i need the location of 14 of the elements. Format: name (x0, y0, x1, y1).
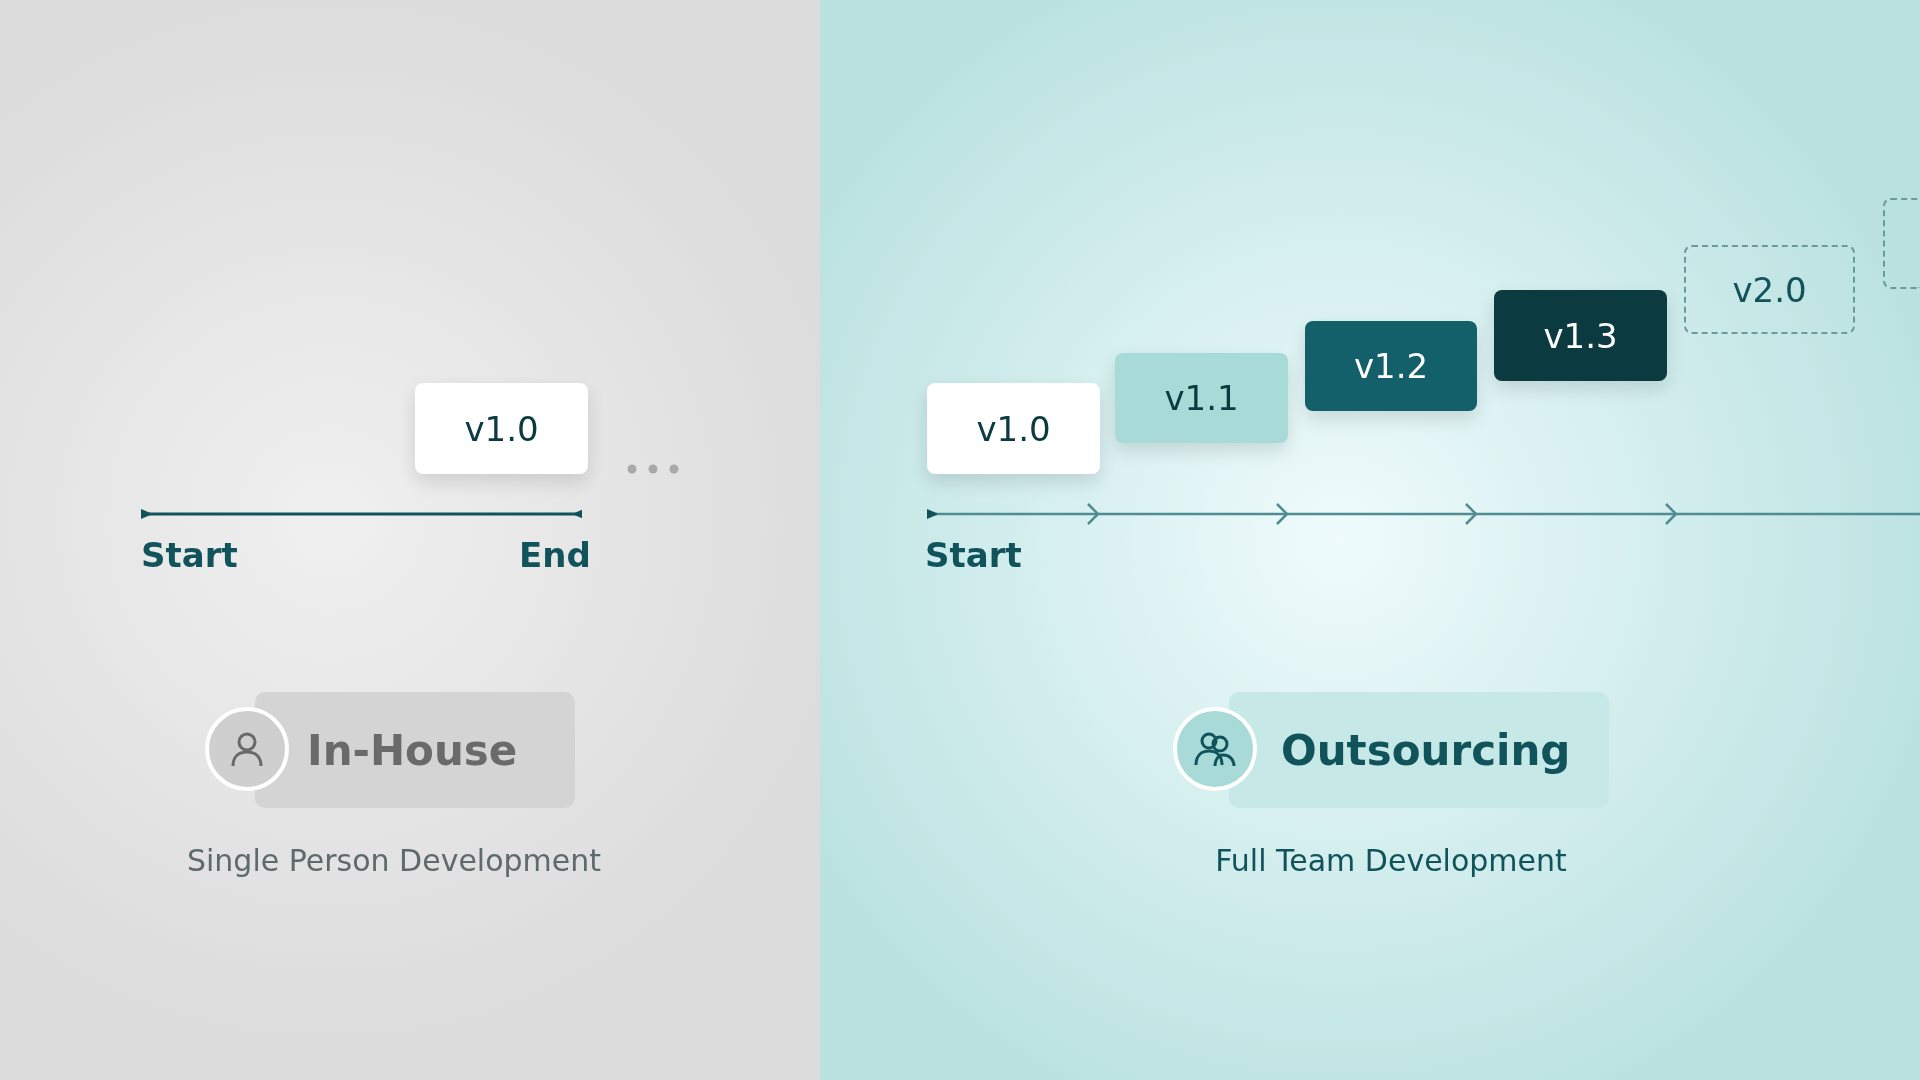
planned-version-card (1883, 198, 1920, 289)
subtitle: Full Team Development (1215, 843, 1567, 878)
planned-version-card: v2.0 (1684, 245, 1855, 334)
version-card: v1.3 (1494, 290, 1667, 381)
version-card: v1.1 (1115, 353, 1288, 443)
axis-label: End (519, 535, 591, 575)
subtitle: Single Person Development (186, 843, 602, 878)
label-card: Outsourcing (1229, 692, 1609, 808)
axis-label: Start (925, 535, 1022, 575)
version-card: v1.0 (415, 383, 588, 474)
version-card: v1.2 (1305, 321, 1477, 411)
version-card: v1.0 (927, 383, 1100, 474)
label-card: In-House (255, 692, 575, 808)
axis-label: Start (141, 535, 238, 575)
